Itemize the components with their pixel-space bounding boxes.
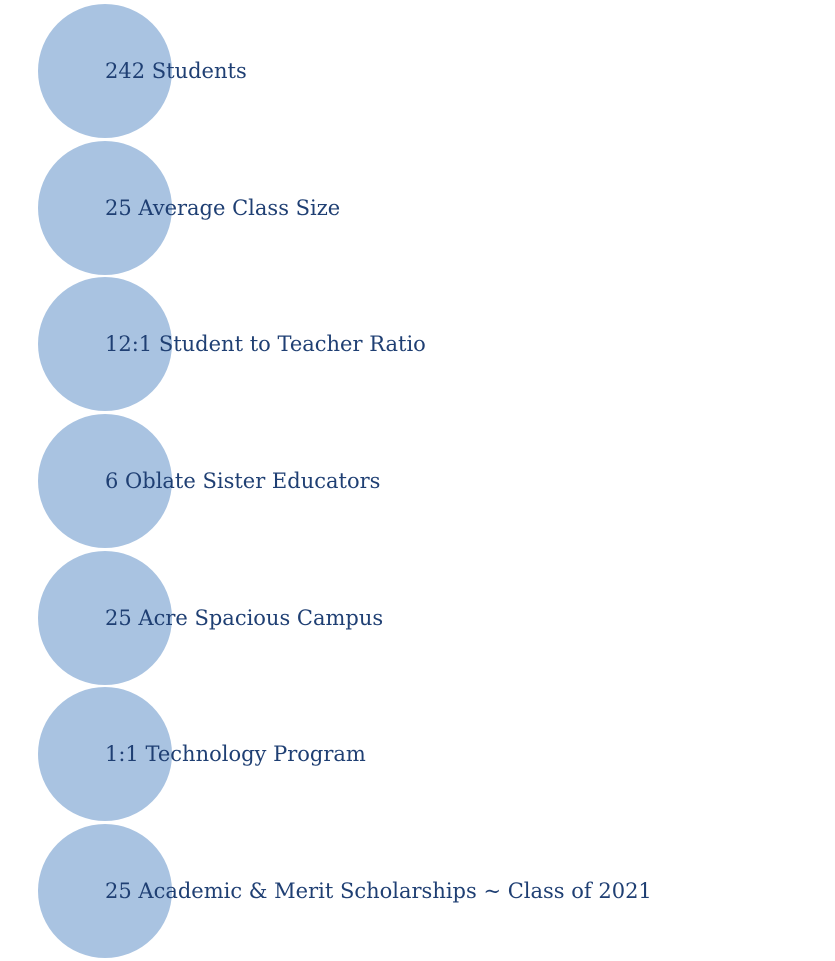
circle-bullet [38, 141, 172, 275]
fact-text: 25 Academic & Merit Scholarships ~ Class… [105, 879, 652, 903]
circle-bullet [38, 414, 172, 548]
fact-item-ratio: 12:1 Student to Teacher Ratio [0, 277, 835, 413]
fact-item-educators: 6 Oblate Sister Educators [0, 414, 835, 550]
fact-text: 12:1 Student to Teacher Ratio [105, 332, 426, 356]
circle-bullet [38, 4, 172, 138]
fact-item-technology: 1:1 Technology Program [0, 687, 835, 823]
circle-bullet [38, 277, 172, 411]
circle-bullet [38, 687, 172, 821]
circle-bullet [38, 824, 172, 958]
fact-item-class-size: 25 Average Class Size [0, 141, 835, 277]
circle-bullet [38, 551, 172, 685]
fact-text: 242 Students [105, 59, 247, 83]
fact-item-campus: 25 Acre Spacious Campus [0, 551, 835, 687]
fact-text: 25 Average Class Size [105, 196, 341, 220]
fact-text: 25 Acre Spacious Campus [105, 606, 384, 630]
fact-item-students: 242 Students [0, 4, 835, 140]
fact-item-scholarships: 25 Academic & Merit Scholarships ~ Class… [0, 824, 835, 960]
fact-text: 6 Oblate Sister Educators [105, 469, 381, 493]
fact-text: 1:1 Technology Program [105, 742, 366, 766]
